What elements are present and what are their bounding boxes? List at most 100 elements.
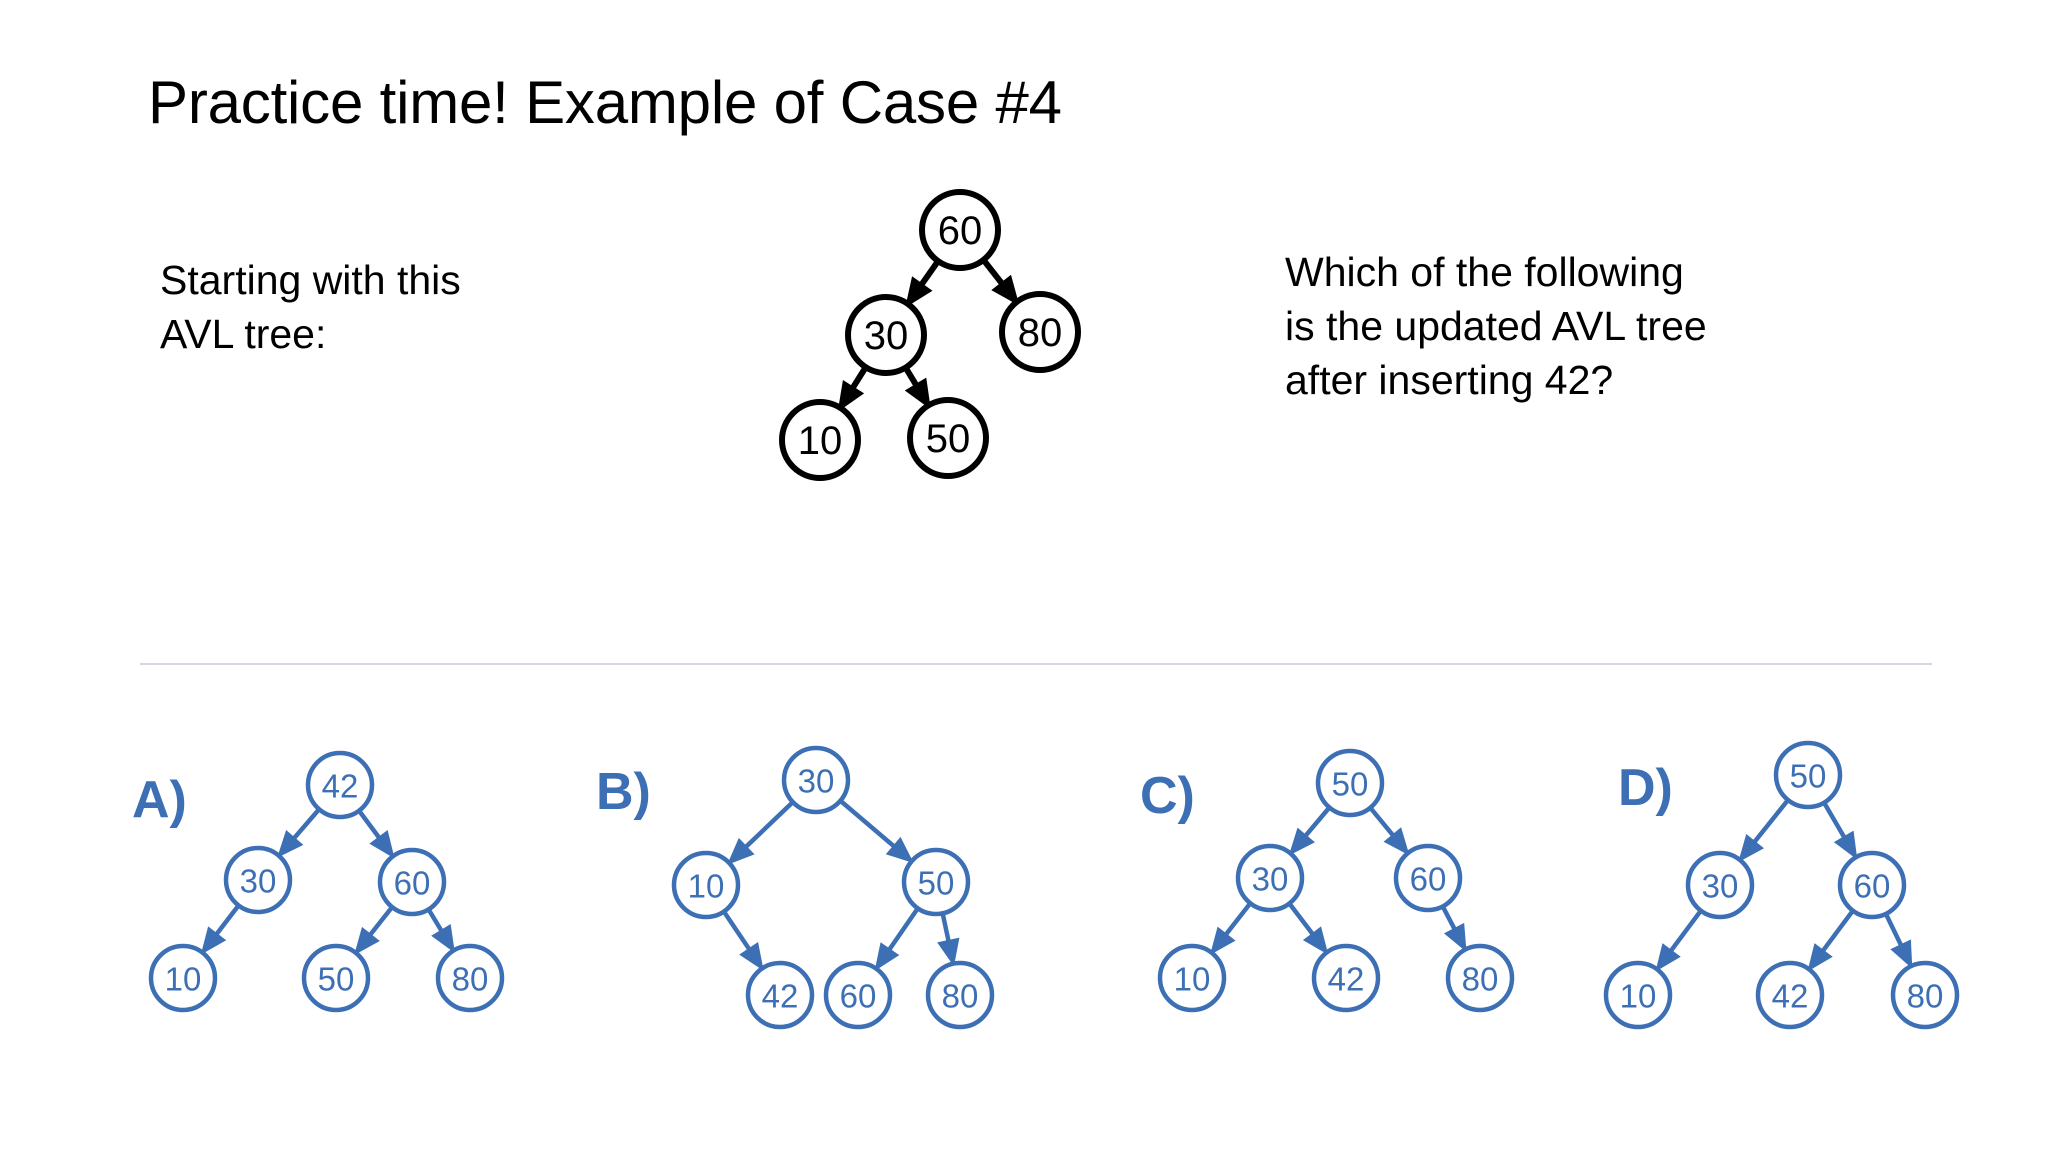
tree-edge-arrowhead [885,836,914,864]
option-a-letter[interactable]: A) [132,771,187,829]
tree-node-label: 10 [798,419,843,463]
tree-node-circle [148,943,218,1013]
tree-node-circle [301,943,371,1013]
tree-edge-arrowhead [905,276,933,308]
tree-edge-arrowhead [1383,827,1410,856]
tree-node-label: 80 [1462,961,1499,998]
option-b-letter[interactable]: B) [596,763,651,821]
tree-node-circle [907,397,989,479]
prompt-left-line2: AVL tree: [160,311,327,358]
option-a-tree[interactable]: 42 30 60 10 50 80 [140,750,562,1070]
tree-node-circle [1685,850,1755,920]
tree-node: 30 [1685,850,1755,920]
tree-edge-arrowhead [739,941,764,971]
tree-node: 10 [1603,960,1673,1030]
tree-node: 80 [1445,943,1515,1013]
tree-node-label: 80 [452,961,489,998]
tree-edge-arrowhead [1302,926,1329,955]
tree-edge-arrowhead [1288,827,1315,856]
tree-node-label: 30 [240,863,277,900]
tree-node-circle [1315,748,1385,818]
option-b-tree[interactable]: 30 10 50 42 60 80 [600,745,1052,1087]
tree-edge-arrowhead [1807,943,1833,972]
tree-edge-arrowhead [1209,926,1236,955]
tree-node: 50 [1773,740,1843,810]
tree-edge-arrowhead [1738,833,1765,863]
tree-node: 50 [1315,748,1385,818]
tree-edge-arrowhead [937,937,960,967]
tree-edge-arrowhead [200,926,227,955]
tree-node: 30 [781,745,851,815]
tree-node: 50 [901,847,971,917]
prompt-left: Starting with this AVL tree: [160,253,590,361]
tree-node-circle [901,847,971,917]
tree-node-circle [1773,740,1843,810]
tree-node-label: 30 [864,314,909,358]
tree-edge-arrowhead [727,837,755,865]
tree-edge-arrowhead [837,380,865,412]
tree-node: 80 [435,943,505,1013]
tree-node-label: 80 [1907,978,1944,1015]
tree-node-circle [1311,943,1381,1013]
tree-node: 42 [745,960,815,1030]
tree-node-circle [305,750,375,820]
tree-node: 42 [1755,960,1825,1030]
tree-node-label: 42 [762,978,799,1015]
tree-node-circle [223,845,293,915]
tree-node-circle [925,960,995,1030]
option-c-letter[interactable]: C) [1140,767,1195,825]
tree-node-circle [1603,960,1673,1030]
tree-node-label: 10 [1620,978,1657,1015]
tree-edge-arrowhead [354,926,380,956]
tree-node: 42 [305,750,375,820]
tree-node: 10 [148,943,218,1013]
tree-node-circle [781,745,851,815]
tree-node-circle [377,847,447,917]
tree-node: 60 [377,847,447,917]
tree-edge-arrowhead [369,830,395,859]
tree-node-circle [1755,960,1825,1030]
tree-node-label: 10 [1174,961,1211,998]
tree-edge-arrowhead [1890,939,1913,969]
tree-node-circle [745,960,815,1030]
tree-node-label: 50 [1332,766,1369,803]
tree-node: 80 [1890,960,1960,1030]
tree-node-label: 60 [938,209,983,253]
tree-node: 42 [1311,943,1381,1013]
tree-node-circle [1890,960,1960,1030]
tree-edge-arrowhead [991,274,1020,306]
tree-node-label: 80 [1018,311,1063,355]
tree-node: 30 [223,845,293,915]
tree-node-label: 50 [918,865,955,902]
section-divider [140,663,1932,665]
tree-node: 30 [1235,843,1305,913]
tree-node: 50 [301,943,371,1013]
tree-node-circle [1445,943,1515,1013]
option-c-tree[interactable]: 50 30 60 10 42 80 [1140,748,1572,1070]
option-d-letter[interactable]: D) [1618,759,1673,817]
tree-edge [736,800,795,857]
tree-node-circle [671,850,741,920]
tree-node-label: 10 [165,961,202,998]
tree-node-label: 60 [1410,861,1447,898]
tree-node: 10 [671,850,741,920]
tree-node-label: 50 [1790,758,1827,795]
tree-node-circle [845,294,927,376]
tree-node-circle [1837,850,1907,920]
tree-node-label: 50 [318,961,355,998]
tree-node: 10 [1157,943,1227,1013]
tree-node-label: 42 [1328,961,1365,998]
tree-node-label: 60 [394,865,431,902]
tree-node-label: 42 [1772,978,1809,1015]
tree-edge-arrowhead [1443,922,1467,953]
tree-node-label: 60 [840,978,877,1015]
tree-node: 80 [925,960,995,1030]
tree-node-circle [1157,943,1227,1013]
tree-node-label: 30 [1702,868,1739,905]
tree-node: 60 [823,960,893,1030]
prompt-right: Which of the following is the updated AV… [1285,245,1895,407]
tree-node-label: 30 [798,763,835,800]
